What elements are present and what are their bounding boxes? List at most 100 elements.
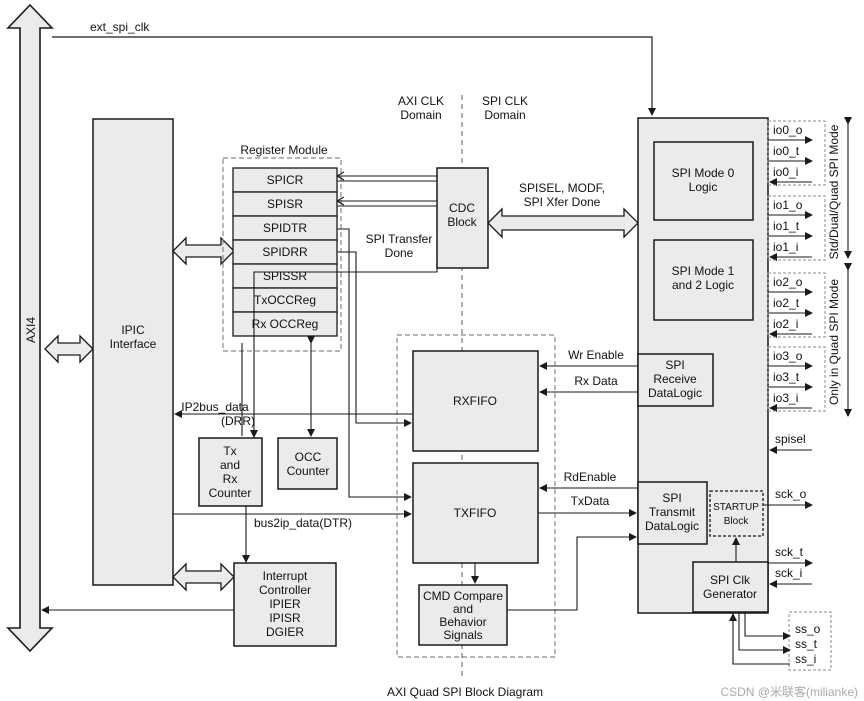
txrx-label-4: Counter — [209, 486, 252, 500]
io2-group — [767, 272, 826, 338]
register-label: SPISSR — [263, 269, 307, 283]
register-label: SPICR — [267, 173, 304, 187]
io-pin-label: io0_i — [773, 165, 798, 179]
cmd-label-4: Signals — [443, 628, 482, 642]
spi-transmit-datalogic: SPI Transmit DataLogic — [637, 481, 708, 545]
io-pin-label: io2_i — [773, 317, 798, 331]
rxfifo-block: RXFIFO — [412, 350, 539, 452]
cmd-to-spi-tx — [507, 533, 637, 611]
startup-block: STARTUP Block — [709, 490, 764, 537]
spisel-label: spisel — [775, 432, 806, 446]
io-pin-label: io3_i — [773, 391, 798, 405]
register-spisr: SPISR — [232, 191, 338, 217]
io-pin-io2-t: io2_t — [768, 296, 813, 317]
transfer-done-to-counter — [250, 271, 350, 438]
spi-receive-datalogic: SPI Receive DataLogic — [637, 353, 714, 407]
io-pin-io0-o: io0_o — [768, 123, 813, 144]
spi-clk-gen-label-2: Generator — [703, 587, 757, 601]
rx-data-label: Rx Data — [574, 374, 618, 388]
sck-o-label: sck_o — [775, 487, 807, 501]
io1-group — [767, 195, 826, 261]
spi-clk-domain-label-2: Domain — [484, 108, 525, 122]
cmd-label-3: Behavior — [439, 615, 486, 629]
io-pin-label: io2_t — [773, 296, 800, 310]
quad-mode-bracket: Only in Quad SPI Mode — [827, 263, 852, 417]
io-pin-io0-i: io0_i — [769, 165, 812, 186]
register-spidrr: SPIDRR — [232, 239, 338, 265]
startup-label: STARTUP — [713, 502, 759, 513]
ss-i-label: ss_i — [795, 652, 816, 666]
intc-label-2: Controller — [259, 583, 311, 597]
mode12-label: SPI Mode 1 — [672, 264, 735, 278]
std-mode-bracket: Std/Dual/Quad SPI Mode — [827, 117, 852, 259]
std-mode-label: Std/Dual/Quad SPI Mode — [827, 124, 841, 259]
register-label: SPIDRR — [262, 245, 308, 259]
rd-enable-label: RdEnable — [564, 470, 617, 484]
wr-enable-label: Wr Enable — [568, 348, 624, 362]
io-pin-io1-o: io1_o — [768, 198, 813, 219]
sck-t-label: sck_t — [775, 545, 804, 559]
io-pin-label: io1_t — [773, 219, 800, 233]
io-pin-io0-t: io0_t — [768, 144, 813, 165]
io-pin-label: io1_i — [773, 240, 798, 254]
register-spidtr: SPIDTR — [232, 215, 338, 241]
ipic-register-double-arrow — [172, 236, 235, 266]
ipic-label-2: Interface — [110, 337, 157, 351]
txrx-label-2: and — [220, 458, 240, 472]
register-module-label: Register Module — [240, 143, 328, 157]
tx-data-label: TxData — [571, 494, 610, 508]
ext-spi-clk-label: ext_spi_clk — [90, 20, 150, 34]
register-rx-occreg: Rx OCCReg — [232, 311, 338, 337]
spi-transfer-done-line — [350, 258, 438, 273]
io-pin-label: io3_t — [773, 370, 800, 384]
txfifo-label: TXFIFO — [454, 506, 497, 520]
register-label: SPISR — [267, 197, 303, 211]
register-cdc-links — [336, 171, 437, 207]
startup-label-2: Block — [724, 516, 749, 527]
cdc-spi-double-arrow — [487, 207, 639, 239]
spi-rx-label: SPI — [665, 358, 684, 372]
spi-clk-generator: SPI Clk Generator — [692, 561, 769, 613]
ipic-intc-double-arrow — [172, 562, 235, 592]
occ-counter: OCC Counter — [277, 437, 338, 490]
spi-xfer-done-label: SPI Xfer Done — [524, 195, 601, 209]
spi-mode-0-logic: SPI Mode 0 Logic — [653, 141, 754, 221]
ip2bus-label: IP2bus_data — [181, 400, 249, 414]
spi-tx-label: SPI — [662, 491, 681, 505]
ipic-label: IPIC — [121, 323, 145, 337]
spi-clk-domain-label: SPI CLK — [482, 94, 528, 108]
io-pin-io1-t: io1_t — [768, 219, 813, 240]
axi4-label: AXI4 — [24, 317, 38, 343]
io-pin-label: io0_t — [773, 144, 800, 158]
io-pin-io1-i: io1_i — [769, 240, 812, 261]
spi-tx-label-2: Transmit — [649, 505, 696, 519]
ext-spi-clk-signal: ext_spi_clk — [52, 20, 656, 116]
intc-label-3: IPIER — [269, 597, 301, 611]
clock-domain-boundary: AXI CLK Domain SPI CLK Domain — [398, 94, 528, 680]
io-pin-label: io3_o — [773, 349, 803, 363]
rxfifo-label: RXFIFO — [453, 394, 497, 408]
tx-rx-counter: Tx and Rx Counter — [198, 437, 263, 507]
mode0-label: SPI Mode 0 — [672, 166, 735, 180]
txrx-label-3: Rx — [223, 472, 238, 486]
spi-mode-1-2-logic: SPI Mode 1 and 2 Logic — [653, 239, 754, 321]
io0-group — [767, 120, 826, 186]
io-pin-io3-t: io3_t — [768, 370, 813, 391]
io-pin-label: io2_o — [773, 275, 803, 289]
mode0-label-2: Logic — [689, 180, 718, 194]
ss-o-label: ss_o — [795, 622, 821, 636]
spi-rx-label-2: Receive — [653, 372, 697, 386]
txfifo-block: TXFIFO — [412, 462, 539, 564]
intc-label-4: IPISR — [269, 611, 301, 625]
diagram-caption: AXI Quad SPI Block Diagram — [387, 685, 543, 699]
spi-transfer-done-label-2: Done — [385, 246, 414, 260]
ip2bus-label-2: (DRR) — [221, 414, 255, 428]
bus2ip-label: bus2ip_data(DTR) — [254, 516, 352, 530]
io-pin-io3-o: io3_o — [768, 349, 813, 370]
register-label: Rx OCCReg — [252, 317, 319, 331]
occ-label-2: Counter — [287, 464, 330, 478]
axi-ipic-double-arrow — [44, 334, 94, 364]
cdc-label-2: Block — [447, 215, 477, 229]
